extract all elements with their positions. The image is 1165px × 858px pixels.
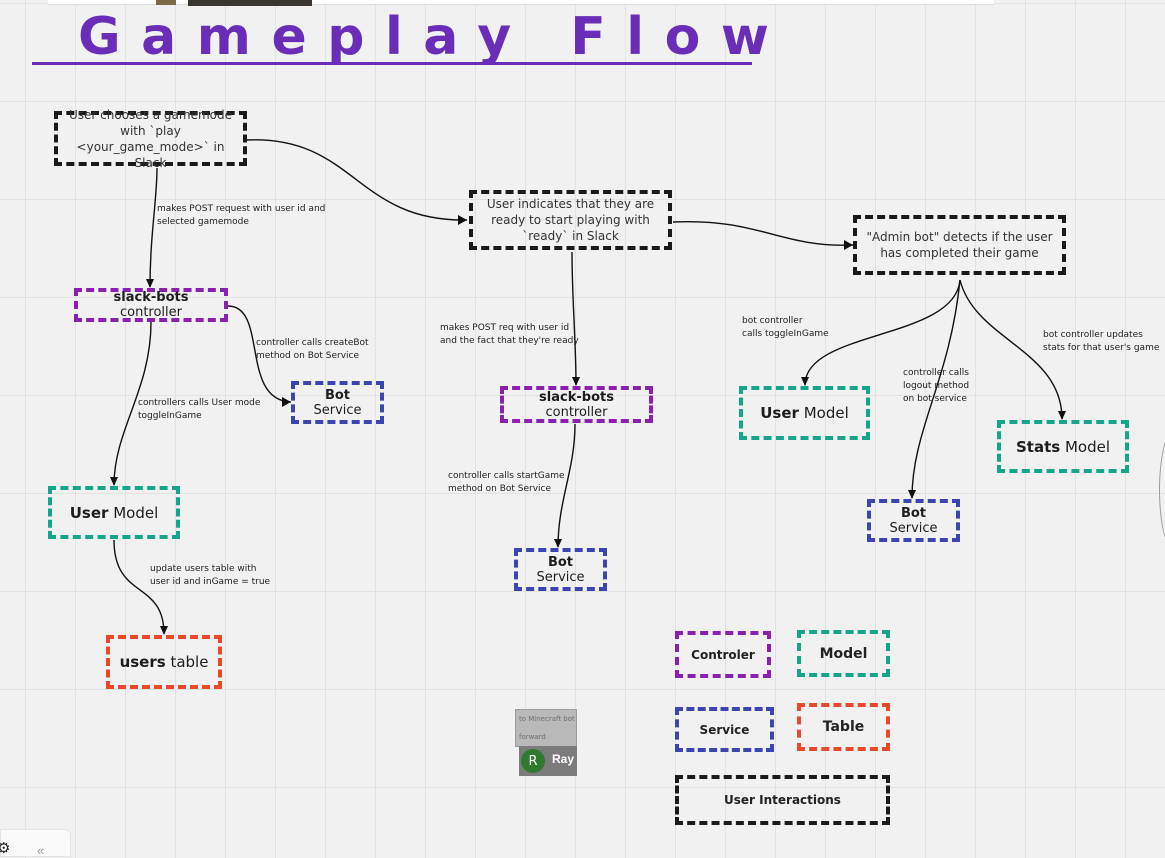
legend-model-label: Model bbox=[819, 645, 868, 662]
page-title: Gameplay Flow bbox=[78, 7, 790, 67]
edge-label-line: calls toggleInGame bbox=[742, 329, 829, 339]
legend-table-label: Table bbox=[822, 719, 865, 735]
bot-service-3-rest: Service bbox=[889, 520, 938, 536]
bot-service-1-bold: Bot bbox=[324, 387, 351, 403]
edge-label-line: update users table with bbox=[150, 564, 257, 574]
edge-label-post-request: makes POST request with user id and sele… bbox=[157, 203, 325, 229]
edge-label-line: selected gamemode bbox=[157, 217, 249, 227]
edge-label-line: user id and inGame = true bbox=[150, 577, 271, 587]
avatar: R bbox=[521, 749, 545, 773]
legend-service[interactable]: Service bbox=[675, 707, 774, 752]
top-thumbnail-wide[interactable] bbox=[188, 0, 312, 6]
edge-label-line: logout method bbox=[903, 381, 970, 391]
node-ready-label: User indicates that they are ready to st… bbox=[486, 197, 655, 243]
controller-1-rest: controller bbox=[119, 305, 183, 320]
legend-controller[interactable]: Controler bbox=[675, 631, 771, 678]
node-choose-gamemode-label: User chooses a gamemode with `play <your… bbox=[69, 107, 232, 170]
node-stats-model[interactable]: Stats Model bbox=[997, 420, 1129, 473]
bottom-toolbar: ⚙ « bbox=[0, 829, 71, 858]
collaborator-name: Ray bbox=[552, 752, 575, 766]
edge-label-line: makes POST request with user id and bbox=[157, 204, 326, 214]
node-admin-bot-label: "Admin bot" detects if the user has comp… bbox=[866, 230, 1053, 260]
node-bot-service-1[interactable]: Bot Service bbox=[291, 381, 384, 424]
node-user-model-2[interactable]: User Model bbox=[739, 386, 870, 440]
board-top-bar bbox=[48, 0, 994, 5]
node-ready[interactable]: User indicates that they are ready to st… bbox=[469, 190, 672, 250]
node-bot-service-2[interactable]: Bot Service bbox=[514, 548, 607, 591]
bot-service-1-rest: Service bbox=[313, 402, 362, 418]
collaborator-cursor: R Ray bbox=[519, 746, 577, 776]
edge-ready-to-controller bbox=[571, 251, 580, 386]
edge-choose-to-controller bbox=[146, 167, 158, 288]
controller-1-bold: slack-bots bbox=[113, 290, 189, 305]
legend-user-interactions[interactable]: User Interactions bbox=[675, 775, 890, 825]
legend-controller-label: Controler bbox=[691, 647, 755, 662]
edge-label-line: makes POST req with user id bbox=[440, 323, 570, 333]
edge-label-line: and the fact that they're ready bbox=[440, 336, 579, 346]
controller-2-rest: controller bbox=[545, 404, 608, 420]
sticky-note[interactable]: to Minecraft bot forward bbox=[515, 709, 577, 747]
node-slack-bots-controller-1[interactable]: slack-bots controller bbox=[74, 288, 228, 322]
edge-label-line: bot controller bbox=[742, 316, 803, 326]
edge-label-line: controller calls bbox=[903, 368, 969, 378]
node-slack-bots-controller-2[interactable]: slack-bots controller bbox=[500, 386, 653, 423]
node-user-model-1[interactable]: User Model bbox=[48, 486, 180, 539]
user-model-1-bold: User bbox=[69, 503, 109, 522]
edge-ready-to-admin-bot bbox=[672, 220, 854, 250]
offscreen-shape-edge bbox=[1159, 430, 1165, 550]
legend-model[interactable]: Model bbox=[797, 630, 890, 677]
top-thumbnail-small[interactable] bbox=[156, 0, 176, 5]
bot-service-2-bold: Bot bbox=[547, 554, 574, 570]
edge-label-line: bot controller updates bbox=[1043, 330, 1143, 340]
node-bot-service-3[interactable]: Bot Service bbox=[867, 499, 960, 542]
stats-model-rest: Model bbox=[1060, 437, 1110, 456]
users-table-rest: table bbox=[165, 653, 209, 671]
edge-label-line: controller calls createBot bbox=[256, 338, 369, 348]
sticky-note-line: to Minecraft bot bbox=[519, 715, 575, 723]
controller-2-bold: slack-bots bbox=[539, 389, 614, 405]
users-table-bold: users bbox=[119, 653, 166, 671]
user-model-2-bold: User bbox=[760, 404, 799, 422]
edge-label-line: stats for that user's game bbox=[1043, 343, 1160, 353]
edge-label-update-stats: bot controller updates stats for that us… bbox=[1043, 329, 1159, 355]
edge-label-post-ready: makes POST req with user id and the fact… bbox=[440, 322, 579, 348]
edge-label-line: controllers calls User mode bbox=[138, 398, 261, 408]
chevron-double-left-icon[interactable]: « bbox=[37, 843, 45, 858]
stats-model-bold: Stats bbox=[1015, 437, 1061, 456]
user-model-1-rest: Model bbox=[108, 503, 159, 522]
edge-label-toggle-in-game: controllers calls User mode toggleInGame bbox=[138, 397, 260, 423]
edge-label-line: on bot service bbox=[903, 394, 967, 404]
sticky-note-line: forward bbox=[519, 733, 546, 741]
edge-label-bot-toggle: bot controller calls toggleInGame bbox=[742, 315, 829, 341]
node-choose-gamemode[interactable]: User chooses a gamemode with `play <your… bbox=[54, 108, 247, 170]
legend-service-label: Service bbox=[699, 722, 750, 737]
edge-label-create-bot: controller calls createBot method on Bot… bbox=[256, 337, 369, 363]
title-underline bbox=[32, 62, 752, 65]
edge-label-logout: controller calls logout method on bot se… bbox=[903, 367, 969, 406]
user-model-2-rest: Model bbox=[798, 404, 849, 422]
edge-label-start-game: controller calls startGame method on Bot… bbox=[448, 470, 565, 496]
legend-user-interactions-label: User Interactions bbox=[724, 793, 841, 807]
bot-service-3-bold: Bot bbox=[900, 505, 927, 521]
edge-label-line: controller calls startGame bbox=[448, 471, 565, 481]
legend-table[interactable]: Table bbox=[797, 703, 890, 751]
edge-label-line: method on Bot Service bbox=[256, 351, 360, 361]
node-admin-bot[interactable]: "Admin bot" detects if the user has comp… bbox=[853, 215, 1066, 275]
gear-icon[interactable]: ⚙ bbox=[0, 840, 11, 857]
node-users-table[interactable]: users table bbox=[106, 635, 222, 689]
bot-service-2-rest: Service bbox=[536, 569, 585, 585]
edge-label-line: method on Bot Service bbox=[448, 484, 552, 494]
edge-label-update-users: update users table with user id and inGa… bbox=[150, 563, 270, 589]
edge-label-line: toggleInGame bbox=[138, 411, 202, 421]
